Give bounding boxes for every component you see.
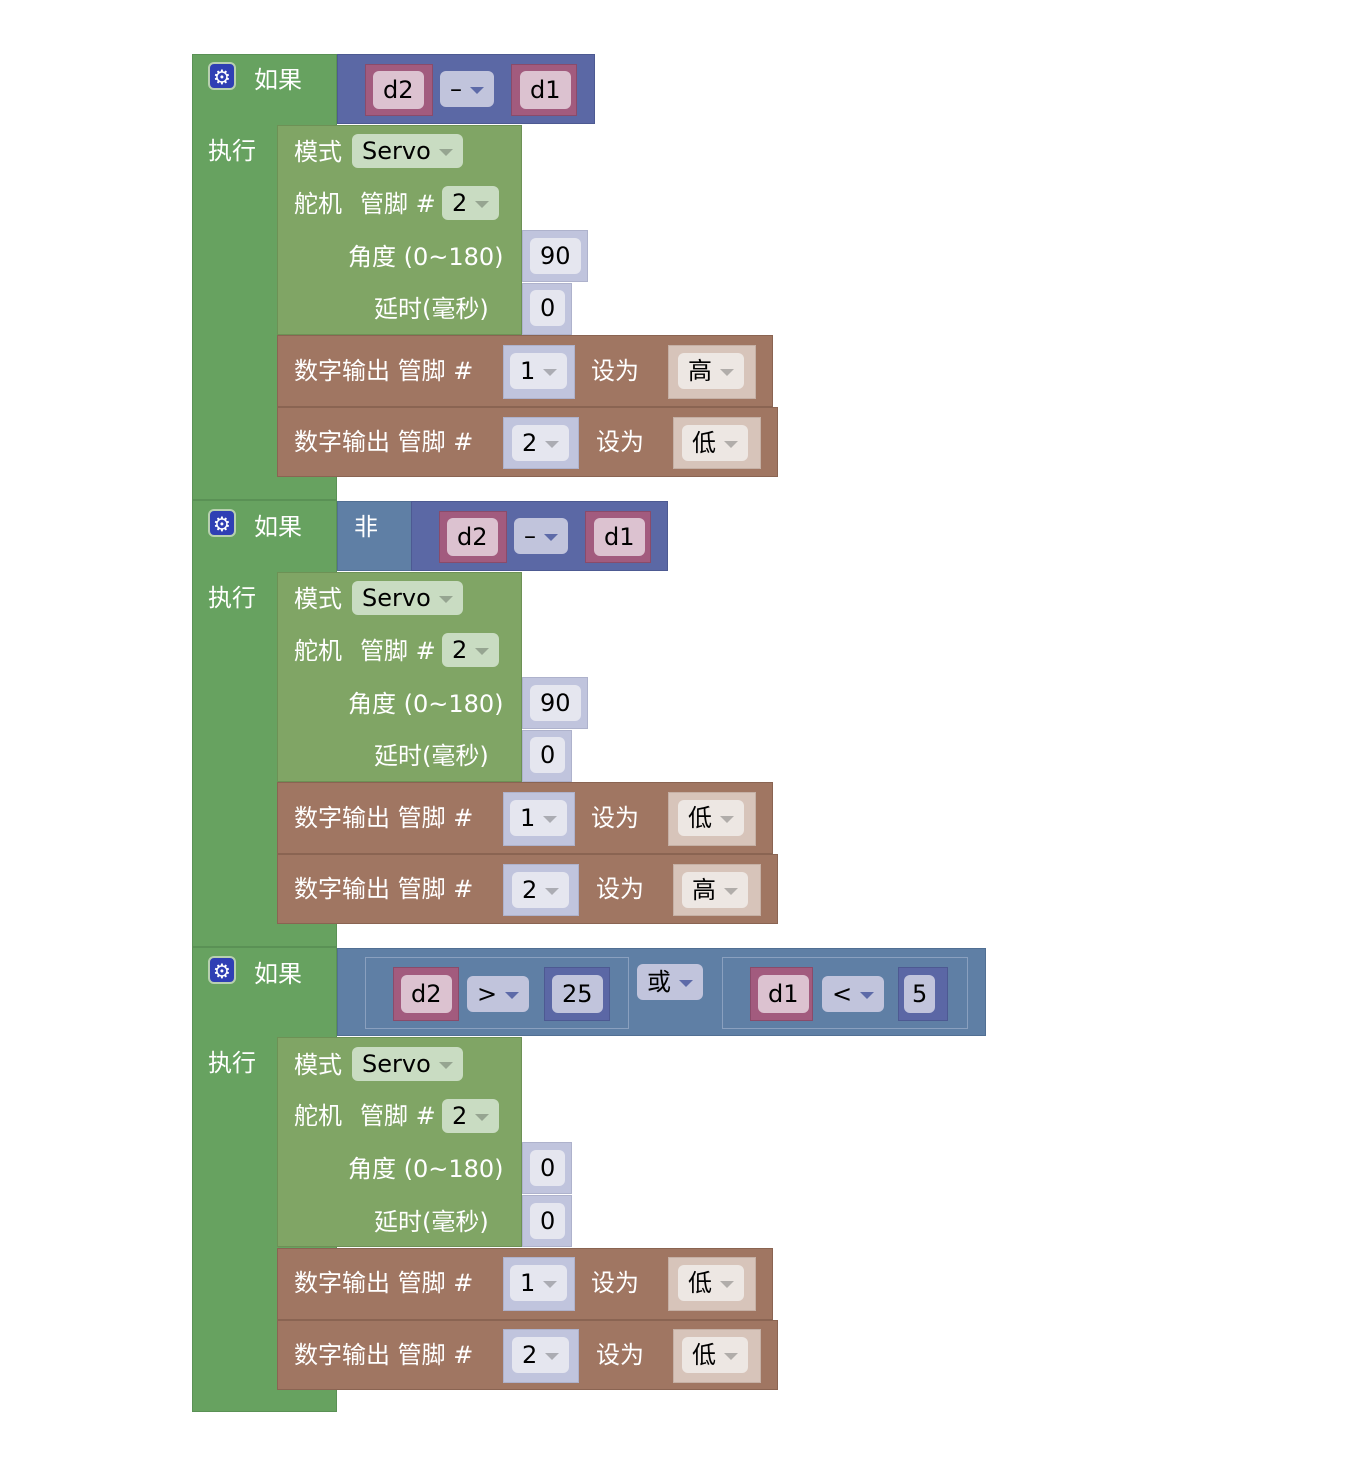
digital-write-label: 数字输出 管脚 # bbox=[294, 1269, 474, 1297]
mode-dropdown[interactable]: Servo bbox=[352, 1047, 463, 1081]
mode-label: 模式 bbox=[294, 138, 342, 166]
compare-operator-dropdown[interactable]: > bbox=[467, 976, 530, 1012]
set-label: 设为 bbox=[591, 804, 639, 832]
delay-input[interactable]: 0 bbox=[530, 737, 566, 773]
pin-dropdown[interactable]: 1 bbox=[510, 1265, 568, 1301]
gear-icon[interactable]: ⚙ bbox=[208, 956, 236, 984]
number-input[interactable]: 25 bbox=[552, 975, 603, 1013]
set-label: 设为 bbox=[596, 1341, 644, 1369]
set-label: 设为 bbox=[591, 357, 639, 385]
delay-label: 延时(毫秒) bbox=[374, 742, 489, 770]
mode-label: 模式 bbox=[294, 585, 342, 613]
servo-pin-dropdown[interactable]: 2 bbox=[442, 186, 500, 220]
delay-input[interactable]: 0 bbox=[530, 1203, 566, 1239]
set-label: 设为 bbox=[596, 875, 644, 903]
delay-input[interactable]: 0 bbox=[530, 290, 566, 326]
if-label: 如果 bbox=[254, 66, 302, 94]
set-label: 设为 bbox=[591, 1269, 639, 1297]
if-label: 如果 bbox=[254, 960, 302, 988]
angle-label: 角度 (0~180) bbox=[348, 690, 504, 718]
delay-label: 延时(毫秒) bbox=[374, 1208, 489, 1236]
servo-label: 舵机 bbox=[294, 1102, 342, 1130]
level-dropdown[interactable]: 高 bbox=[682, 872, 748, 908]
gear-icon[interactable]: ⚙ bbox=[208, 509, 236, 537]
variable-field[interactable]: d1 bbox=[758, 975, 809, 1013]
angle-input[interactable]: 90 bbox=[530, 238, 581, 274]
operator-dropdown[interactable]: – bbox=[440, 71, 494, 107]
if-label: 如果 bbox=[254, 513, 302, 541]
servo-pin-dropdown[interactable]: 2 bbox=[442, 1099, 500, 1133]
pin-label: 管脚 # bbox=[360, 190, 436, 218]
pin-dropdown[interactable]: 2 bbox=[512, 1337, 570, 1373]
servo-label: 舵机 bbox=[294, 637, 342, 665]
level-dropdown[interactable]: 高 bbox=[678, 353, 744, 389]
mode-dropdown[interactable]: Servo bbox=[352, 134, 463, 168]
digital-write-label: 数字输出 管脚 # bbox=[294, 804, 474, 832]
digital-write-label: 数字输出 管脚 # bbox=[294, 875, 474, 903]
number-input[interactable]: 5 bbox=[904, 975, 936, 1013]
level-dropdown[interactable]: 低 bbox=[678, 1265, 744, 1301]
variable-field[interactable]: d2 bbox=[401, 975, 452, 1013]
variable-field[interactable]: d2 bbox=[447, 518, 498, 556]
angle-input[interactable]: 0 bbox=[530, 1150, 566, 1186]
pin-dropdown[interactable]: 1 bbox=[510, 800, 568, 836]
variable-field[interactable]: d2 bbox=[373, 71, 424, 109]
mode-dropdown[interactable]: Servo bbox=[352, 581, 463, 615]
pin-label: 管脚 # bbox=[360, 637, 436, 665]
not-label: 非 bbox=[354, 513, 378, 541]
operator-dropdown[interactable]: – bbox=[514, 518, 568, 554]
variable-field[interactable]: d1 bbox=[594, 518, 645, 556]
do-label: 执行 bbox=[208, 584, 256, 612]
angle-input[interactable]: 90 bbox=[530, 685, 581, 721]
angle-label: 角度 (0~180) bbox=[348, 1155, 504, 1183]
delay-label: 延时(毫秒) bbox=[374, 295, 489, 323]
compare-operator-dropdown[interactable]: < bbox=[822, 976, 885, 1012]
variable-field[interactable]: d1 bbox=[520, 71, 571, 109]
digital-write-label: 数字输出 管脚 # bbox=[294, 428, 474, 456]
pin-dropdown[interactable]: 2 bbox=[512, 425, 570, 461]
servo-pin-dropdown[interactable]: 2 bbox=[442, 633, 500, 667]
mode-label: 模式 bbox=[294, 1051, 342, 1079]
do-label: 执行 bbox=[208, 137, 256, 165]
level-dropdown[interactable]: 低 bbox=[682, 1337, 748, 1373]
gear-icon[interactable]: ⚙ bbox=[208, 62, 236, 90]
pin-dropdown[interactable]: 1 bbox=[510, 353, 568, 389]
level-dropdown[interactable]: 低 bbox=[678, 800, 744, 836]
digital-write-label: 数字输出 管脚 # bbox=[294, 1341, 474, 1369]
angle-label: 角度 (0~180) bbox=[348, 243, 504, 271]
digital-write-label: 数字输出 管脚 # bbox=[294, 357, 474, 385]
or-operator-dropdown[interactable]: 或 bbox=[637, 964, 703, 1000]
set-label: 设为 bbox=[596, 428, 644, 456]
level-dropdown[interactable]: 低 bbox=[682, 425, 748, 461]
pin-dropdown[interactable]: 2 bbox=[512, 872, 570, 908]
servo-label: 舵机 bbox=[294, 190, 342, 218]
pin-label: 管脚 # bbox=[360, 1102, 436, 1130]
do-label: 执行 bbox=[208, 1049, 256, 1077]
